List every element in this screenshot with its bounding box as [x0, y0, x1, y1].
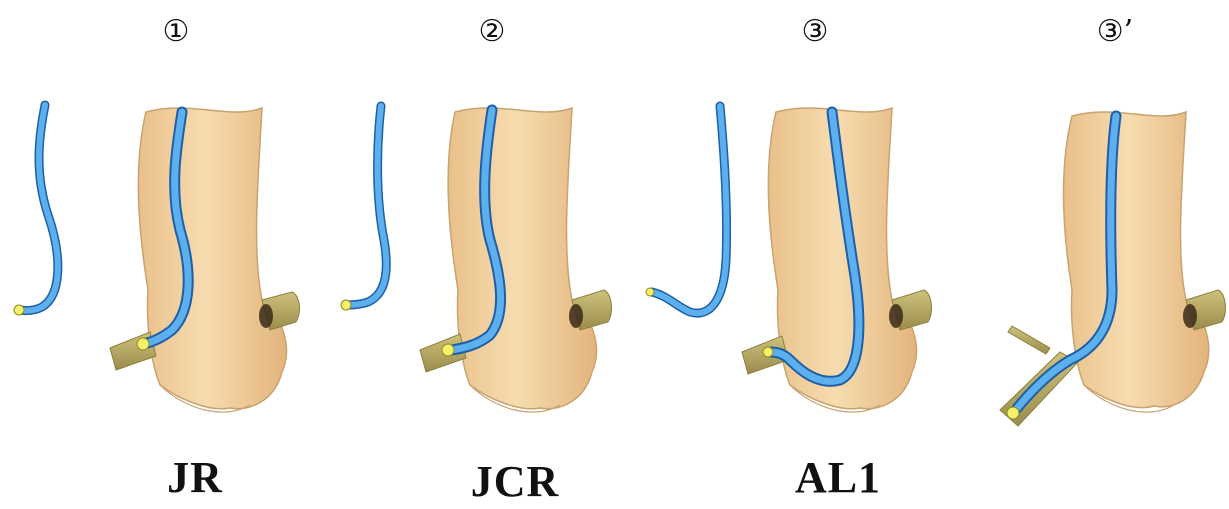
- aortic-root-2: [448, 108, 596, 409]
- ostium-3: [889, 304, 903, 328]
- ostium-2: [569, 304, 583, 328]
- panel-2: [341, 106, 611, 412]
- catheter-label-jr: JR: [105, 452, 285, 503]
- panel-3: [646, 106, 931, 412]
- ostium-4: [1183, 304, 1197, 328]
- panel-1: [14, 105, 299, 412]
- loose-catheter-2: [341, 106, 386, 310]
- catheter-label-jcr: JCR: [425, 456, 605, 507]
- aortic-root-4: [1064, 112, 1209, 408]
- loose-catheter-1: [14, 105, 58, 315]
- aortic-root-1: [138, 108, 286, 409]
- panel-3-prime: [1000, 112, 1225, 426]
- small-branch-4: [1008, 326, 1050, 354]
- catheter-label-al1: AL1: [748, 452, 928, 503]
- ostium-1: [259, 304, 273, 328]
- loose-catheter-3: [646, 106, 727, 313]
